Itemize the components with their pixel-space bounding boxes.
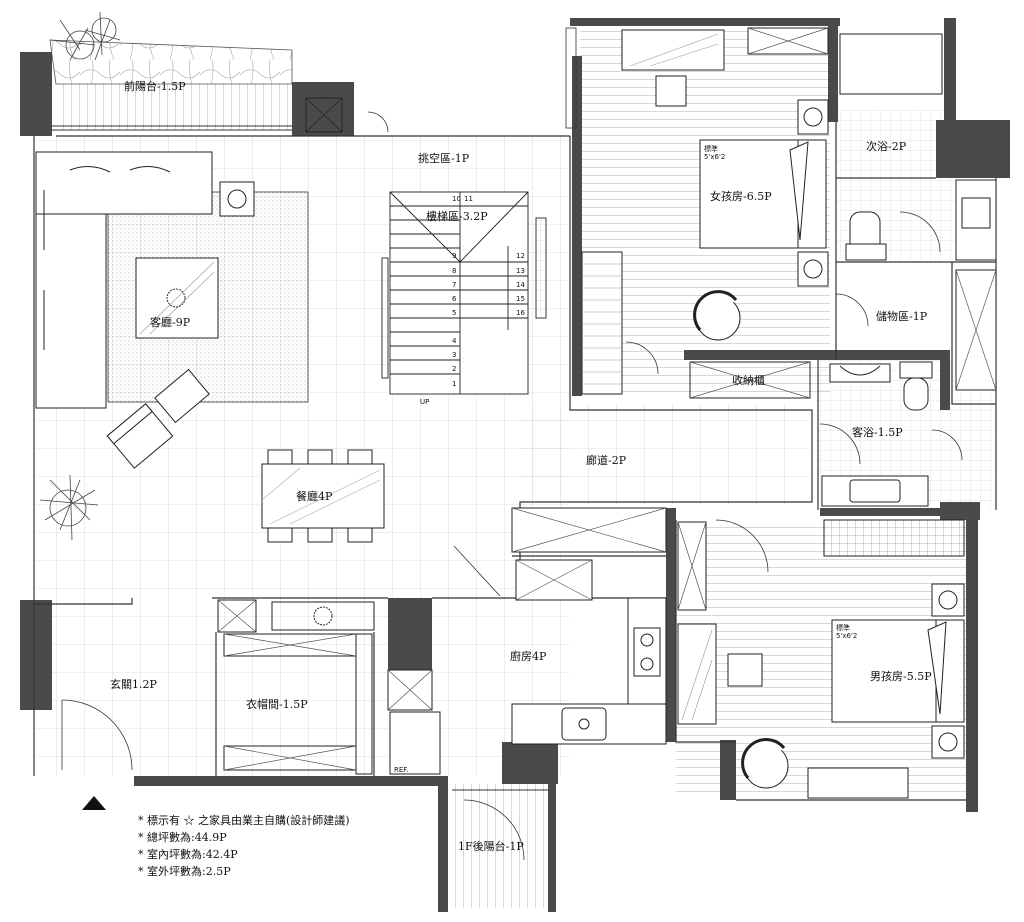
label-boys-room: 男孩房-5.5P <box>870 670 932 683</box>
step-number: 8 <box>452 267 456 275</box>
step-number: 7 <box>452 281 456 289</box>
step-number: 5 <box>452 309 456 317</box>
step-number: 10 <box>452 195 461 203</box>
svg-text:5'x6'2: 5'x6'2 <box>836 632 857 640</box>
kitchen-fixtures <box>387 507 667 775</box>
label-void-area: 挑空區-1P <box>418 151 470 165</box>
svg-text:5'x6'2: 5'x6'2 <box>704 153 725 161</box>
boys-room-furniture <box>677 519 965 799</box>
step-number: 9 <box>452 252 456 260</box>
railings <box>52 125 548 791</box>
stair-up-label: UP <box>420 398 429 406</box>
label-dining-room: 餐廳4P <box>296 489 333 503</box>
columns <box>305 97 343 133</box>
step-number: 3 <box>452 351 456 359</box>
label-storage-area: 儲物區-1P <box>876 309 928 323</box>
plants <box>39 11 121 541</box>
label-guest-bath: 客浴-1.5P <box>852 425 903 439</box>
storage-cabinet-fixture <box>689 361 811 399</box>
step-number: 11 <box>464 195 473 203</box>
label-secondary-bath: 次浴-2P <box>866 139 907 153</box>
stair-step-numbers-right: 11 12 13 14 15 16 <box>464 195 525 317</box>
walls <box>20 18 1010 912</box>
secondary-bath-fixtures <box>839 33 997 391</box>
coffee-table <box>135 257 219 339</box>
step-number: 2 <box>452 365 456 373</box>
step-number: 15 <box>516 295 525 303</box>
door-swings <box>61 111 963 861</box>
note-line: * 室內坪數為:42.4P <box>138 848 238 861</box>
cloakroom-fixtures <box>217 599 375 775</box>
lounge-chairs <box>106 368 210 469</box>
label-girls-room: 女孩房-6.5P <box>710 189 772 203</box>
stair-step-numbers-left: 10 9 8 7 6 5 4 3 2 1 <box>452 195 461 388</box>
girls-bed-spec: 標準 5'x6'2 <box>704 144 725 161</box>
step-number: 13 <box>516 267 525 275</box>
step-number: 6 <box>452 295 457 303</box>
girls-room-furniture <box>581 27 829 395</box>
label-cloakroom: 衣帽間-1.5P <box>246 697 308 711</box>
label-corridor: 廊道-2P <box>586 453 627 467</box>
label-storage-cabinet: 收納櫃 <box>732 373 765 387</box>
label-stair-area: 樓梯區-3.2P <box>426 209 488 223</box>
svg-text:標準: 標準 <box>836 623 850 632</box>
step-number: 4 <box>452 337 457 345</box>
north-arrow-icon <box>82 796 106 810</box>
note-line: * 標示有 ☆ 之家具由業主自購(設計師建議) <box>138 814 350 827</box>
step-number: 1 <box>452 380 456 388</box>
step-number: 16 <box>516 309 525 317</box>
dining-table <box>261 449 385 543</box>
room-labels: 前陽台-1.5P 挑空區-1P 樓梯區-3.2P 客廳-9P 餐廳4P 廊道-2… <box>110 79 932 853</box>
step-number: 12 <box>516 252 525 260</box>
sofa <box>35 151 255 409</box>
step-number: 14 <box>516 281 525 289</box>
note-line: * 室外坪數為:2.5P <box>138 865 231 878</box>
guest-bath-fixtures <box>821 361 933 507</box>
staircase <box>381 191 547 395</box>
label-front-balcony: 前陽台-1.5P <box>124 79 186 93</box>
note-line: * 總坪數為:44.9P <box>138 831 227 844</box>
fridge-label: REF. <box>394 766 408 774</box>
label-kitchen: 廚房4P <box>510 649 547 663</box>
label-living-room: 客廳-9P <box>150 315 191 329</box>
boys-bed-spec: 標準 5'x6'2 <box>836 623 857 640</box>
svg-text:標準: 標準 <box>704 144 718 153</box>
label-rear-balcony: 1F後陽台-1P <box>458 839 524 853</box>
label-entrance: 玄關1.2P <box>110 677 157 691</box>
